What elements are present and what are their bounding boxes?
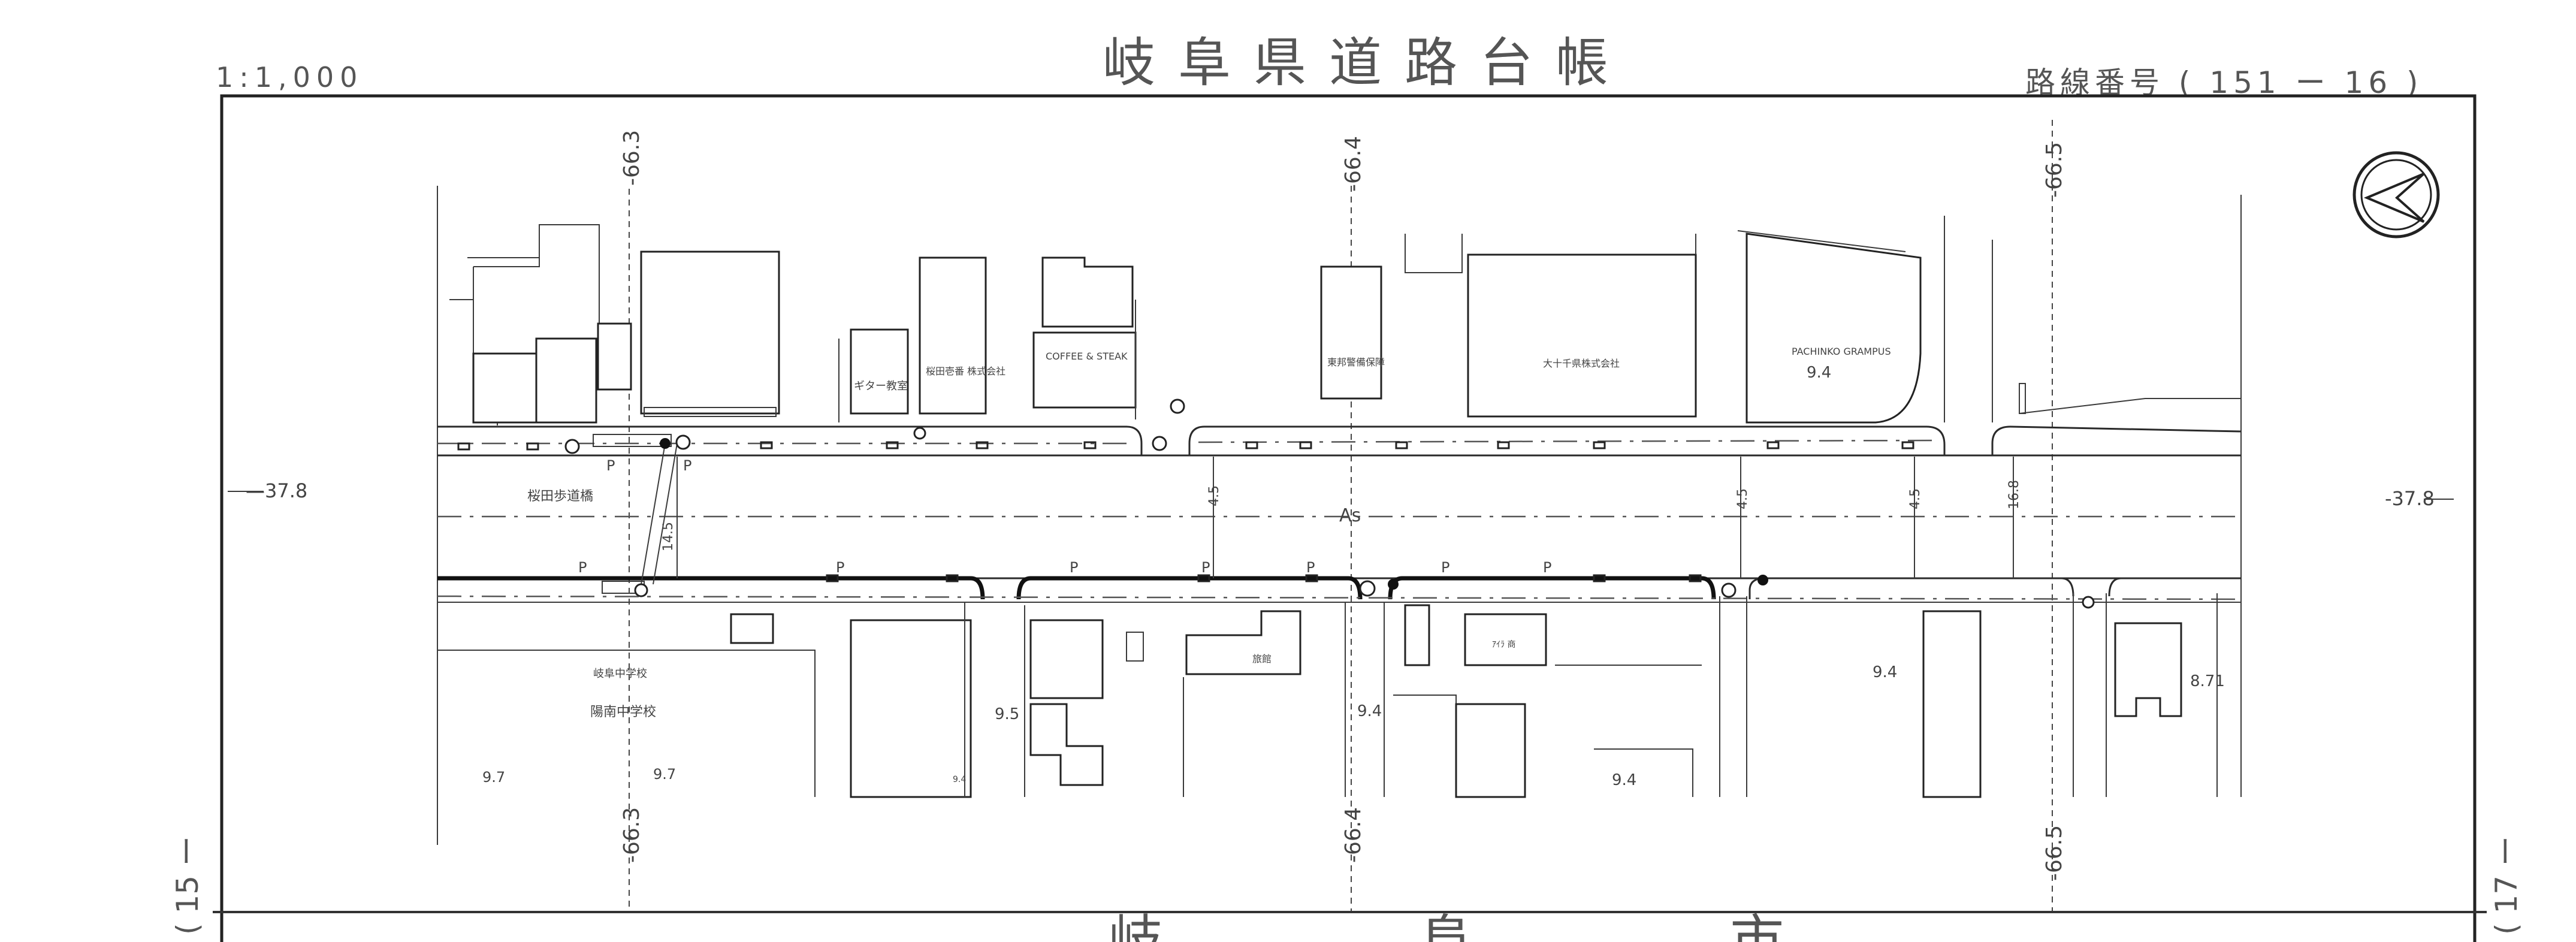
width-label-1: 14.5	[661, 522, 676, 551]
grid-top-2: -66.4	[1341, 136, 1366, 192]
sheet-link-right: ( 17 ー	[2489, 836, 2524, 935]
building-label: COFFEE & STEAK	[1046, 351, 1128, 362]
parking-mark: P	[578, 559, 587, 576]
width-label-5: 16.8	[2007, 480, 2022, 509]
parking-mark: P	[1441, 559, 1449, 576]
elevation-label: 9.7	[653, 766, 676, 783]
road-surface-label: As	[1339, 505, 1361, 526]
parking-mark: P	[836, 559, 844, 576]
parking-mark: P	[1306, 559, 1315, 576]
grid-bottom-3: -66.5	[2042, 825, 2067, 881]
bridge-label: 桜田歩道橋	[527, 489, 593, 504]
grid-left: —37.8	[246, 479, 307, 502]
sheet-title: 岐阜県道路台帳	[1103, 32, 1631, 93]
elevation-label: 9.4	[1612, 771, 1636, 789]
building-label: PACHINKO GRAMPUS	[1792, 346, 1891, 357]
grid-bottom-2: -66.4	[1341, 807, 1366, 863]
map-frame	[220, 94, 2477, 942]
building-label: ｱｲﾗ 商	[1492, 640, 1515, 650]
parking-mark: P	[1543, 559, 1551, 576]
elevation-label: 8.71	[2190, 672, 2225, 690]
scale-label: 1:1,000	[216, 61, 363, 93]
elevation-label: 9.7	[482, 769, 505, 786]
building-label: 大十千県株式会社	[1543, 358, 1620, 369]
parking-mark: P	[1201, 559, 1210, 576]
footer-city: 岐 阜 市	[1109, 909, 1904, 942]
grid-right: -37.8	[2385, 487, 2435, 510]
building-label: 陽南中学校	[590, 705, 656, 720]
grid-bottom-1: -66.3	[620, 807, 644, 863]
width-label-2: 4.5	[1207, 485, 1222, 506]
building-label: 岐阜中学校	[593, 668, 647, 680]
route-number: 路線番号 ( 151 ー 16 )	[2025, 65, 2423, 100]
width-label-3: 4.5	[1735, 488, 1750, 509]
building-label: 東邦警備保障	[1327, 357, 1385, 368]
parking-mark: P	[683, 457, 691, 474]
elevation-label: 9.4	[1357, 702, 1382, 720]
grid-top-3: -66.5	[2042, 142, 2067, 198]
building-label: ギター教室	[854, 380, 908, 393]
width-label-4: 4.5	[1908, 488, 1923, 509]
elevation-label: 9.4	[1807, 364, 1831, 382]
building-label: 桜田壱番 株式会社	[926, 366, 1005, 377]
grid-top-1: -66.3	[620, 130, 644, 186]
parking-mark: P	[606, 457, 615, 474]
elevation-label: 9.4	[953, 775, 966, 784]
building-label: 旅館	[1252, 653, 1272, 665]
north-arrow-icon	[2352, 151, 2440, 238]
elevation-label: 9.5	[995, 705, 1019, 723]
sheet-link-left: ( 15 ー	[170, 836, 205, 935]
elevation-label: 9.4	[1873, 663, 1897, 681]
parking-mark: P	[1070, 559, 1078, 576]
